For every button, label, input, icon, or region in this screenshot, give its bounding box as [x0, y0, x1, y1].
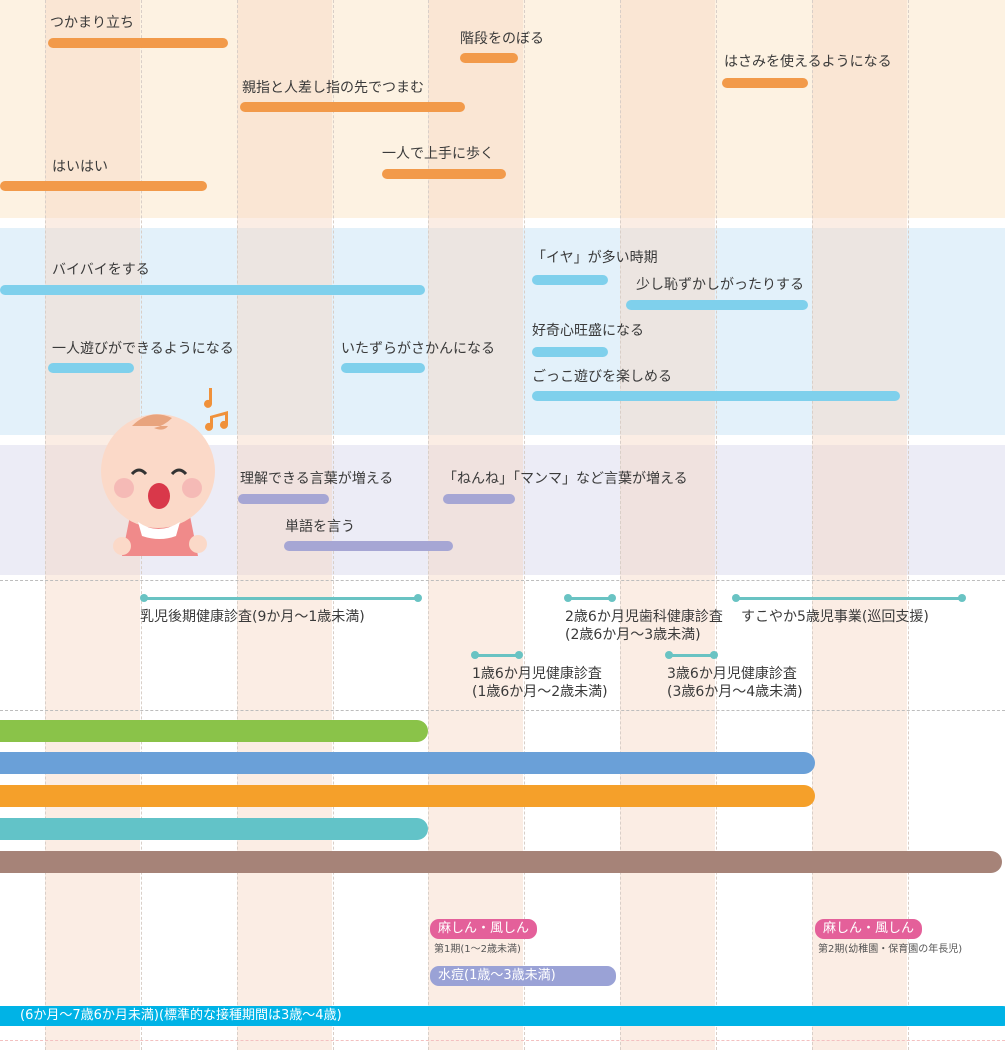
milestone-bar [238, 494, 329, 504]
vaccine-bar [0, 818, 428, 840]
milestone-label: 階段をのぼる [460, 31, 544, 47]
checkup-label: 乳児後期健康診査(9か月〜1歳未満) [140, 609, 365, 625]
column-shade [237, 0, 332, 1050]
vaccine-bar [0, 851, 1002, 873]
vaccine-badge: 麻しん・風しん [815, 919, 923, 939]
music-note-icon [205, 411, 228, 431]
milestone-label: 少し恥ずかしがったりする [636, 277, 804, 293]
milestone-label: はさみを使えるようになる [724, 54, 892, 70]
milestone-label: 一人で上手に歩く [382, 146, 494, 162]
column-shade [620, 0, 715, 1050]
checkup-label: すこやか5歳児事業(巡回支援) [741, 609, 929, 625]
milestone-bar [48, 38, 228, 48]
section-divider [0, 1040, 1005, 1041]
milestone-bar [532, 275, 608, 285]
vaccine-period-bar: (6か月〜7歳6か月未満)(標準的な接種期間は3歳〜4歳) [0, 1006, 1005, 1026]
baby-illustration [101, 388, 228, 556]
grid-line [333, 0, 334, 1050]
checkup-label: (1歳6か月〜2歳未満) [472, 684, 608, 700]
milestone-bar [240, 102, 465, 112]
grid-line [524, 0, 525, 1050]
milestone-bar [626, 300, 808, 310]
milestone-bar [532, 391, 900, 401]
checkup-range [140, 594, 422, 602]
milestone-bar [284, 541, 453, 551]
checkup-range [732, 594, 966, 602]
vaccine-badge: 水痘(1歳〜3歳未満) [430, 966, 616, 986]
vaccine-bar [0, 785, 815, 807]
milestone-label: つかまり立ち [50, 15, 134, 31]
milestone-label: 「ねんね」「マンマ」など言葉が増える [443, 471, 688, 487]
milestone-label: 好奇心旺盛になる [532, 323, 644, 339]
grid-line [45, 0, 46, 1050]
milestone-bar [443, 494, 515, 504]
milestone-bar [722, 78, 808, 88]
checkup-range [471, 651, 523, 659]
milestone-label: 理解できる言葉が増える [240, 471, 394, 487]
checkup-label: (2歳6か月〜3歳未満) [565, 627, 701, 643]
milestone-label: ごっこ遊びを楽しめる [532, 369, 672, 385]
checkup-label: (3歳6か月〜4歳未満) [667, 684, 803, 700]
milestone-label: 一人遊びができるようになる [52, 341, 234, 357]
vaccine-bar [0, 752, 815, 774]
grid-line [908, 0, 909, 1050]
milestone-bar [0, 181, 207, 191]
milestone-label: いたずらがさかんになる [341, 341, 495, 357]
checkup-range [564, 594, 616, 602]
milestone-bar [341, 363, 425, 373]
checkup-label: 2歳6か月児歯科健康診査 [565, 609, 723, 625]
grid-line [716, 0, 717, 1050]
grid-line [428, 0, 429, 1050]
vaccine-period: 第1期(1〜2歳未満) [434, 944, 521, 955]
milestone-label: 親指と人差し指の先でつまむ [242, 80, 424, 96]
vaccine-bar [0, 720, 428, 742]
checkup-label: 3歳6か月児健康診査 [667, 666, 797, 682]
milestone-bar [532, 347, 608, 357]
milestone-bar [0, 285, 425, 295]
grid-line [812, 0, 813, 1050]
vaccine-badge: 麻しん・風しん [430, 919, 538, 939]
checkup-range [665, 651, 718, 659]
milestone-bar [48, 363, 134, 373]
column-shade [812, 0, 907, 1050]
music-note-icon [204, 388, 212, 408]
milestone-label: バイバイをする [52, 262, 150, 278]
section-divider [0, 580, 1005, 581]
checkup-label: 1歳6か月児健康診査 [472, 666, 602, 682]
grid-line [237, 0, 238, 1050]
grid-line [620, 0, 621, 1050]
milestone-bar [382, 169, 506, 179]
milestone-label: 「イヤ」が多い時期 [532, 250, 658, 266]
milestone-bar [460, 53, 518, 63]
section-divider [0, 710, 1005, 711]
milestone-label: 単語を言う [285, 519, 355, 535]
vaccine-period: 第2期(幼稚園・保育園の年長児) [818, 944, 963, 955]
column-shade [45, 0, 140, 1050]
milestone-label: はいはい [52, 159, 108, 175]
